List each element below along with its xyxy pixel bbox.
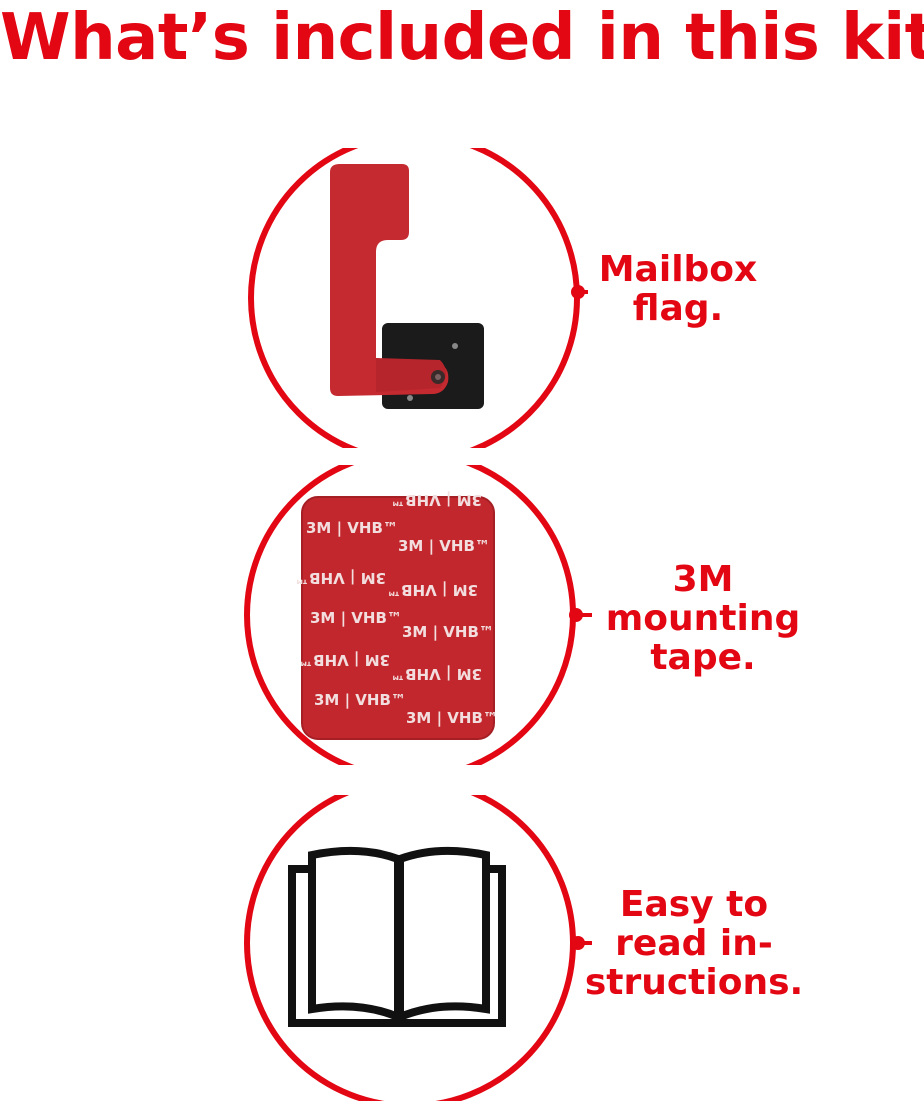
kit-item-mailbox-flag: Mailbox flag. [0, 148, 924, 448]
label-line: tape. [650, 637, 756, 678]
mailbox-flag-graphic [248, 148, 588, 448]
tape-print-text: 3M | VHB™ [314, 691, 406, 710]
tape-print-text: 3M | VHB™ [390, 664, 482, 683]
instructions-graphic [244, 795, 592, 1101]
tape-print-text: 3M | VHB™ [310, 609, 402, 628]
page-title: What’s included in this kit: [0, 1, 924, 75]
label-line: flag. [632, 288, 724, 329]
item-label: Mailbox flag. [596, 250, 760, 328]
tape-print-text: 3M | VHB™ [386, 580, 478, 599]
connector-dot [569, 608, 583, 622]
label-line: read in- [615, 923, 773, 964]
tape-print-text: 3M | VHB™ [398, 537, 490, 556]
mailbox-flag-icon [330, 164, 484, 409]
label-line: structions. [584, 962, 804, 1003]
tape-print-text: 3M | VHB™ [402, 623, 494, 642]
3m-tape-icon [301, 496, 495, 740]
item-label: Easy to read in- structions. [584, 885, 804, 1002]
tape-print-text: 3M | VHB™ [306, 519, 398, 538]
label-line: 3M [672, 559, 734, 600]
connector-dot [571, 936, 585, 950]
label-line: mounting [605, 598, 801, 639]
tape-print-text: 3M | VHB™ [294, 568, 386, 587]
label-line: Easy to [619, 884, 769, 925]
tape-print-text: 3M | VHB™ [406, 709, 498, 728]
connector-dot [571, 285, 585, 299]
tape-print-text: 3M | VHB™ [390, 490, 482, 509]
kit-item-instructions: Easy to read in- structions. [0, 795, 924, 1101]
item-label: 3M mounting tape. [598, 560, 808, 677]
label-line: Mailbox [598, 249, 758, 290]
tape-print-text: 3M | VHB™ [298, 650, 390, 669]
open-book-icon [288, 846, 506, 1027]
